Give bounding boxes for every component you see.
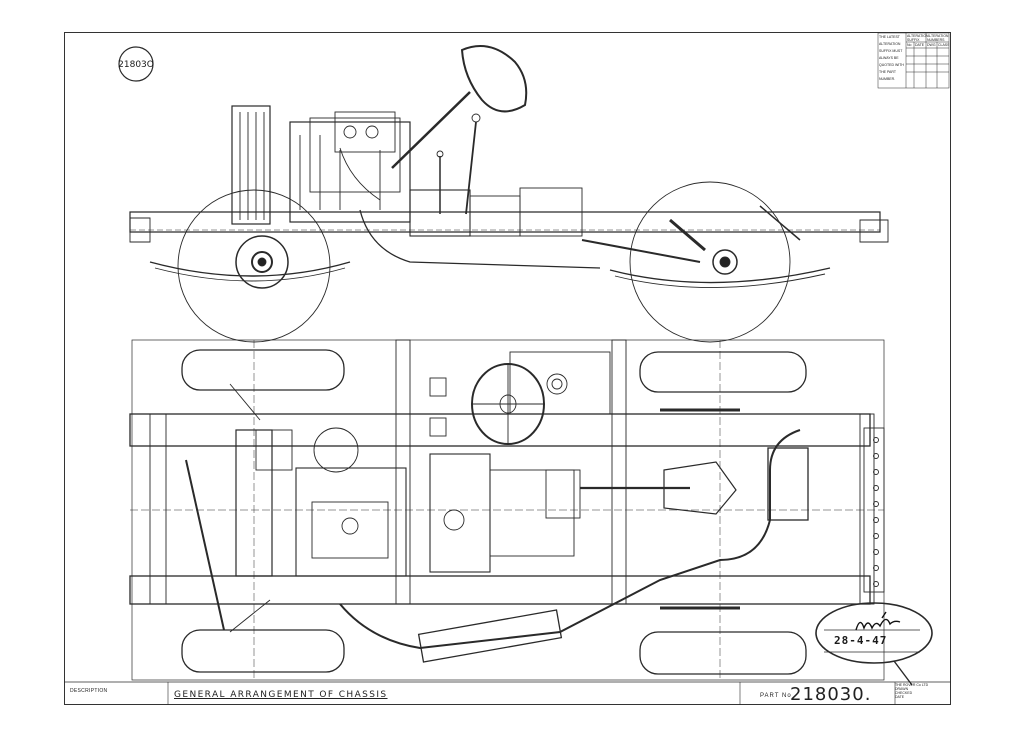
- signature-highlight-circle: [815, 602, 933, 664]
- description-label: DESCRIPTION: [70, 688, 108, 694]
- plan-wheel-front-bottom: [181, 629, 345, 673]
- handwritten-signature: [855, 611, 901, 631]
- rear-wheel-outline: [629, 181, 791, 343]
- company-title-block: THE ROVER Co LTD DRAWN CHECKED DATE: [895, 683, 948, 705]
- stamp-circle: [118, 46, 154, 82]
- signature-date: 28-4-47: [834, 634, 888, 647]
- alteration-note-7: NUMBER.: [879, 77, 896, 81]
- side-elevation: [129, 45, 889, 343]
- alteration-numbers-header: ALTERATION NUMBERS: [927, 34, 949, 42]
- plan-wheel-rear-bottom: [639, 631, 807, 675]
- checked-label: CHECKED: [895, 691, 913, 695]
- part-number: 218030.: [790, 684, 872, 705]
- alteration-class-header: CLASS: [938, 43, 949, 47]
- alteration-table: THE LATEST ALTERATION SUFFIX MUST ALWAYS…: [878, 33, 949, 88]
- alteration-note-6: THE PART: [879, 70, 896, 74]
- alteration-note-5: QUOTED WITH: [879, 63, 904, 67]
- drawing-sheet-border: [64, 32, 951, 705]
- drawing-title: GENERAL ARRANGEMENT OF CHASSIS: [174, 690, 388, 700]
- part-number-prefix: PART No: [760, 693, 792, 699]
- alteration-suffix-header: ALTERATION SUFFIX: [907, 34, 927, 42]
- plan-view: [129, 339, 885, 681]
- alteration-no-header: No: [907, 43, 912, 47]
- front-wheel-outline: [177, 189, 331, 343]
- alteration-note-2: ALTERATION: [879, 42, 901, 46]
- alteration-date-header: DATE: [915, 43, 925, 47]
- alteration-note-3: SUFFIX MUST: [879, 49, 903, 53]
- alteration-note-1: THE LATEST: [879, 35, 900, 39]
- alteration-note-4: ALWAYS BE: [879, 56, 899, 60]
- date-label: DATE: [895, 695, 905, 699]
- drawn-label: DRAWN: [895, 687, 909, 691]
- plan-wheel-front-top: [181, 349, 345, 391]
- alteration-table-grid: [877, 32, 950, 89]
- company-name: THE ROVER Co LTD: [895, 683, 929, 687]
- plan-wheel-rear-top: [639, 351, 807, 393]
- signature-block: 28-4-47: [816, 608, 930, 658]
- alteration-dwg-header: DWG: [927, 43, 936, 47]
- stamp-number: 21803O: [118, 60, 154, 70]
